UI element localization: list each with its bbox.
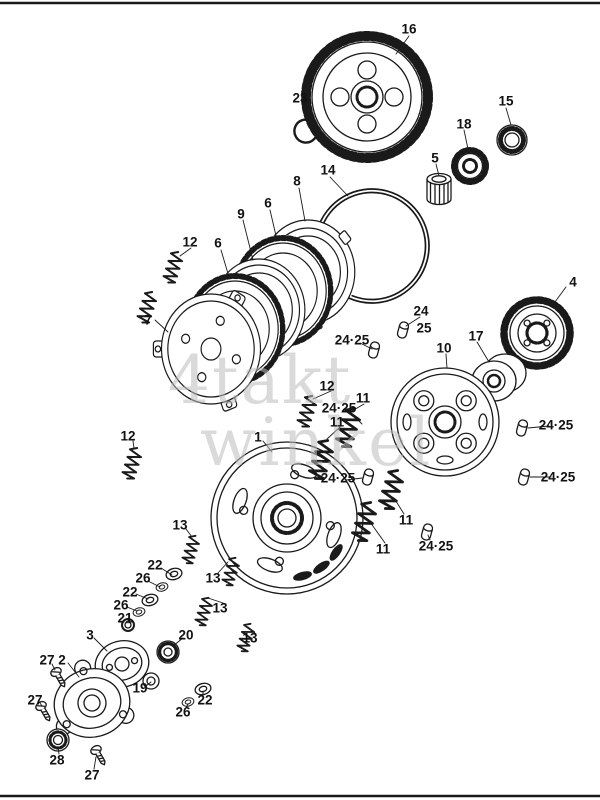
small-gear (451, 147, 489, 185)
bearing (496, 124, 528, 156)
lifter-cam (156, 640, 180, 664)
outer-plate (152, 290, 262, 412)
leader-lines (39, 35, 567, 770)
circlip (293, 118, 319, 144)
roller-bearing (426, 172, 452, 206)
ball-bearing (46, 728, 70, 752)
pressure-plate (390, 367, 500, 477)
large-gear (301, 31, 433, 163)
washer-set-upper (121, 565, 184, 632)
lifter-joint (142, 672, 160, 690)
clutch-drum (210, 441, 364, 595)
washer-set-lower (180, 680, 213, 709)
hub-gear (500, 296, 574, 370)
